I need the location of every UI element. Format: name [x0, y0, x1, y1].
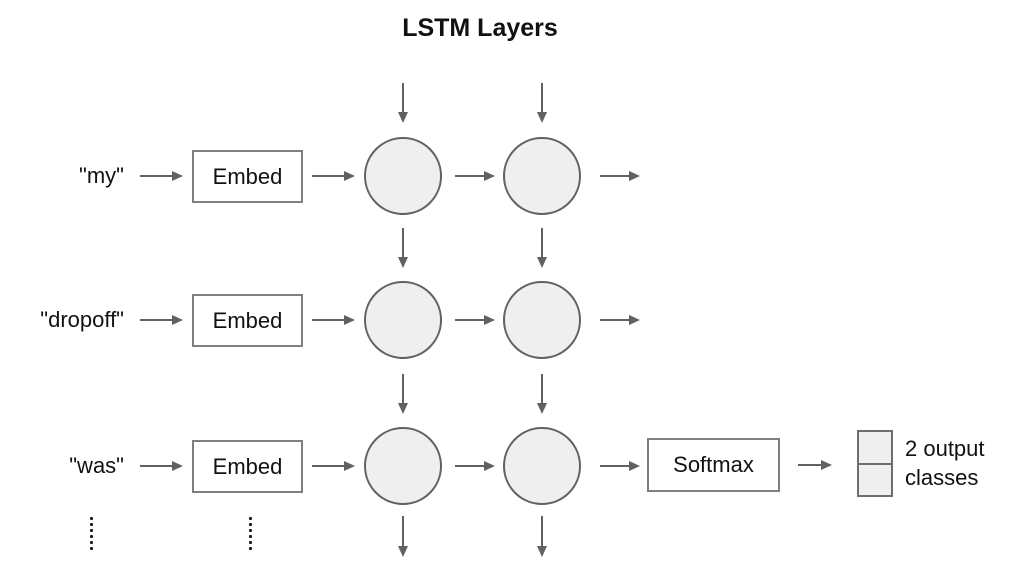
arrow-down-icon — [398, 516, 408, 557]
softmax-label: Softmax — [673, 452, 754, 477]
vertical-ellipsis-icon — [249, 517, 252, 550]
arrow-down-icon — [398, 83, 408, 123]
embed-box-row3: Embed — [192, 440, 303, 493]
arrow-right-icon — [455, 315, 495, 325]
embed-label: Embed — [212, 307, 283, 333]
arrow-right-icon — [455, 461, 495, 471]
embed-box-row1: Embed — [192, 150, 303, 203]
arrow-right-icon — [600, 315, 640, 325]
lstm-cell-r3c1 — [364, 427, 442, 505]
input-word-my: "my" — [79, 163, 124, 188]
output-stack-divider — [859, 462, 891, 465]
arrow-down-icon — [537, 374, 547, 414]
arrow-right-icon — [312, 315, 355, 325]
output-class-cell-2 — [859, 464, 891, 496]
input-word-was: "was" — [69, 453, 124, 478]
output-classes-label: 2 output classes — [905, 436, 985, 490]
embed-label: Embed — [212, 453, 283, 479]
arrow-right-icon — [798, 460, 832, 470]
input-word-dropoff: "dropoff" — [40, 307, 124, 332]
lstm-cell-r2c1 — [364, 281, 442, 359]
diagram-title: LSTM Layers — [402, 14, 558, 42]
arrow-down-icon — [398, 228, 408, 268]
lstm-cell-r3c2 — [503, 427, 581, 505]
arrow-down-icon — [537, 228, 547, 268]
arrow-right-icon — [312, 461, 355, 471]
arrow-down-icon — [537, 83, 547, 123]
vertical-ellipsis-icon — [90, 517, 93, 550]
arrow-right-icon — [455, 171, 495, 181]
arrow-down-icon — [398, 374, 408, 414]
arrow-right-icon — [600, 171, 640, 181]
arrow-right-icon — [140, 461, 183, 471]
arrow-right-icon — [600, 461, 640, 471]
embed-box-row2: Embed — [192, 294, 303, 347]
arrow-right-icon — [140, 171, 183, 181]
lstm-cell-r1c2 — [503, 137, 581, 215]
arrow-down-icon — [537, 516, 547, 557]
lstm-cell-r2c2 — [503, 281, 581, 359]
arrow-right-icon — [312, 171, 355, 181]
output-classes-stack — [857, 430, 893, 497]
arrow-right-icon — [140, 315, 183, 325]
output-class-cell-1 — [859, 432, 891, 464]
embed-label: Embed — [212, 163, 283, 189]
lstm-cell-r1c1 — [364, 137, 442, 215]
softmax-box: Softmax — [647, 438, 780, 492]
